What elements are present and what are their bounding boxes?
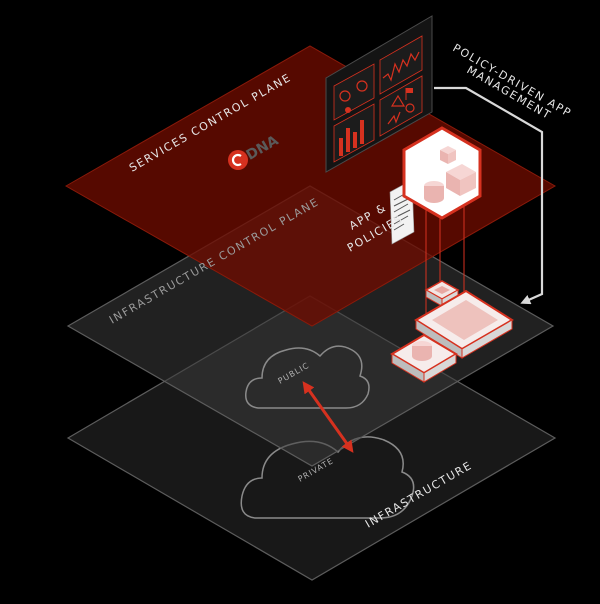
policy-flow-arrow	[434, 86, 544, 305]
public-cloud-icon	[245, 345, 370, 409]
dashboard-widget-dials	[333, 63, 375, 121]
app-container	[402, 126, 482, 220]
dna-logo-icon	[228, 150, 248, 170]
flag-icon	[406, 88, 413, 93]
hybrid-cloud-arrow	[302, 381, 354, 453]
dashboard-panel	[325, 15, 433, 173]
services-control-plane	[64, 45, 557, 327]
infra-box-storage	[390, 333, 458, 383]
timer-icon	[405, 103, 415, 113]
policy-label-line-1: POLICY-DRIVEN APP	[451, 41, 574, 120]
infra-box-large	[414, 289, 514, 359]
warning-icon	[390, 94, 406, 107]
